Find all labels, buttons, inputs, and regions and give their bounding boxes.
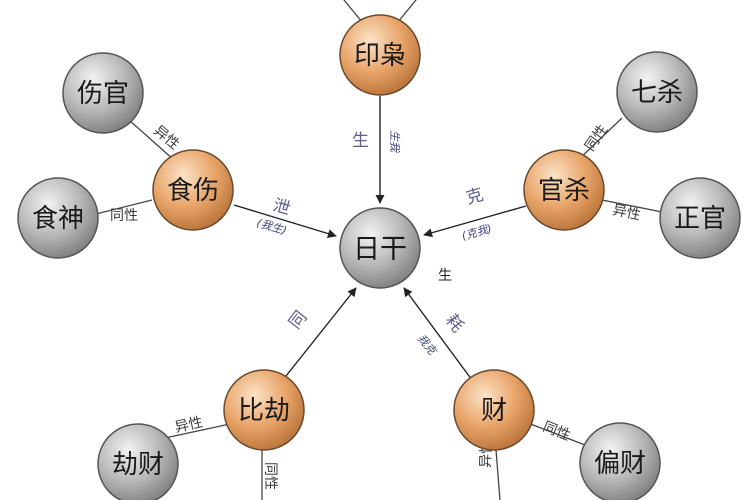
label-shangguan-link: 异性 [150,123,182,153]
edge-label-cai-sub: 我克 [415,332,440,359]
node-jiecai: 劫财 [97,423,179,500]
node-guansha: 官杀 [523,149,605,231]
node-shishang: 食伤 [152,149,234,231]
node-piancai-circle [579,422,661,500]
node-qisha-label: 七杀 [631,78,683,108]
label-bijie-bottom-link: 同性 [262,462,278,490]
free-label-sheng: 生 [438,268,452,284]
edge-label-yinxiao-main: 生 [352,131,369,151]
node-qisha: 七杀 [616,51,698,133]
node-qisha-circle [616,51,698,133]
node-zhengguan-label: 正官 [674,204,726,234]
node-bijie-label: 比劫 [238,396,290,426]
node-shishen: 食神 [17,177,99,259]
orange-nodes: 印枭 食伤 官杀 比劫 财 [152,14,605,451]
node-zhengguan-circle [659,177,741,259]
node-cai-label: 财 [481,396,507,426]
edge-label-guansha-sub: (克我) [460,222,493,243]
arrow-shishang-to-center [233,204,337,238]
node-piancai: 偏财 [579,422,661,500]
arrow-bijie-to-center [285,287,357,377]
edge-label-bijie-main: 同 [285,307,311,333]
line-cai-bottom [495,449,501,500]
line-jiecai [164,423,231,439]
line-yinxiao-right [397,0,417,23]
node-yinxiao-circle [339,14,421,96]
arrow-edges [233,96,527,381]
node-shishang-label: 食伤 [167,176,219,206]
edge-label-guansha-main: 克 [464,185,486,209]
node-yinxiao: 印枭 [339,14,421,96]
line-yinxiao-left [343,0,363,23]
node-jiecai-label: 劫财 [112,450,164,480]
edge-label-cai-main: 耗 [441,311,467,337]
label-zhengguan-link: 异性 [611,202,642,223]
node-shangguan: 伤官 [62,52,144,134]
node-jiecai-circle [97,423,179,500]
node-piancai-label: 偏财 [594,449,646,479]
gray-nodes: 伤官 食神 七杀 正官 劫财 偏财 [17,51,741,500]
node-center-circle [339,207,421,289]
node-yinxiao-label: 印枭 [354,41,406,71]
node-bijie-circle [223,369,305,451]
node-shishen-circle [17,177,99,259]
node-shangguan-label: 伤官 [77,79,129,109]
edge-label-yinxiao-sub: 生我 [388,130,401,153]
node-cai: 财 [453,369,535,451]
arrow-guansha-to-center [423,205,527,238]
arrow-cai-to-center [403,287,473,381]
node-zhengguan: 正官 [659,177,741,259]
node-shishen-label: 食神 [32,204,84,234]
label-shishen-link: 同性 [110,208,138,224]
node-guansha-label: 官杀 [538,176,590,206]
node-cai-circle [453,369,535,451]
edge-label-shishang-main: 泄 [271,196,293,220]
node-shangguan-circle [62,52,144,134]
node-center: 日干 [339,207,421,289]
line-piancai [527,422,586,446]
node-center-label: 日干 [353,234,407,265]
label-qisha-link: 同性 [582,122,611,154]
label-piancai-link: 同性 [541,419,573,444]
line-shishen [95,199,153,215]
label-jiecai-link: 异性 [174,414,205,435]
line-zhengguan [601,199,663,213]
node-guansha-circle [523,149,605,231]
node-shishang-circle [152,149,234,231]
node-bijie: 比劫 [223,369,305,451]
